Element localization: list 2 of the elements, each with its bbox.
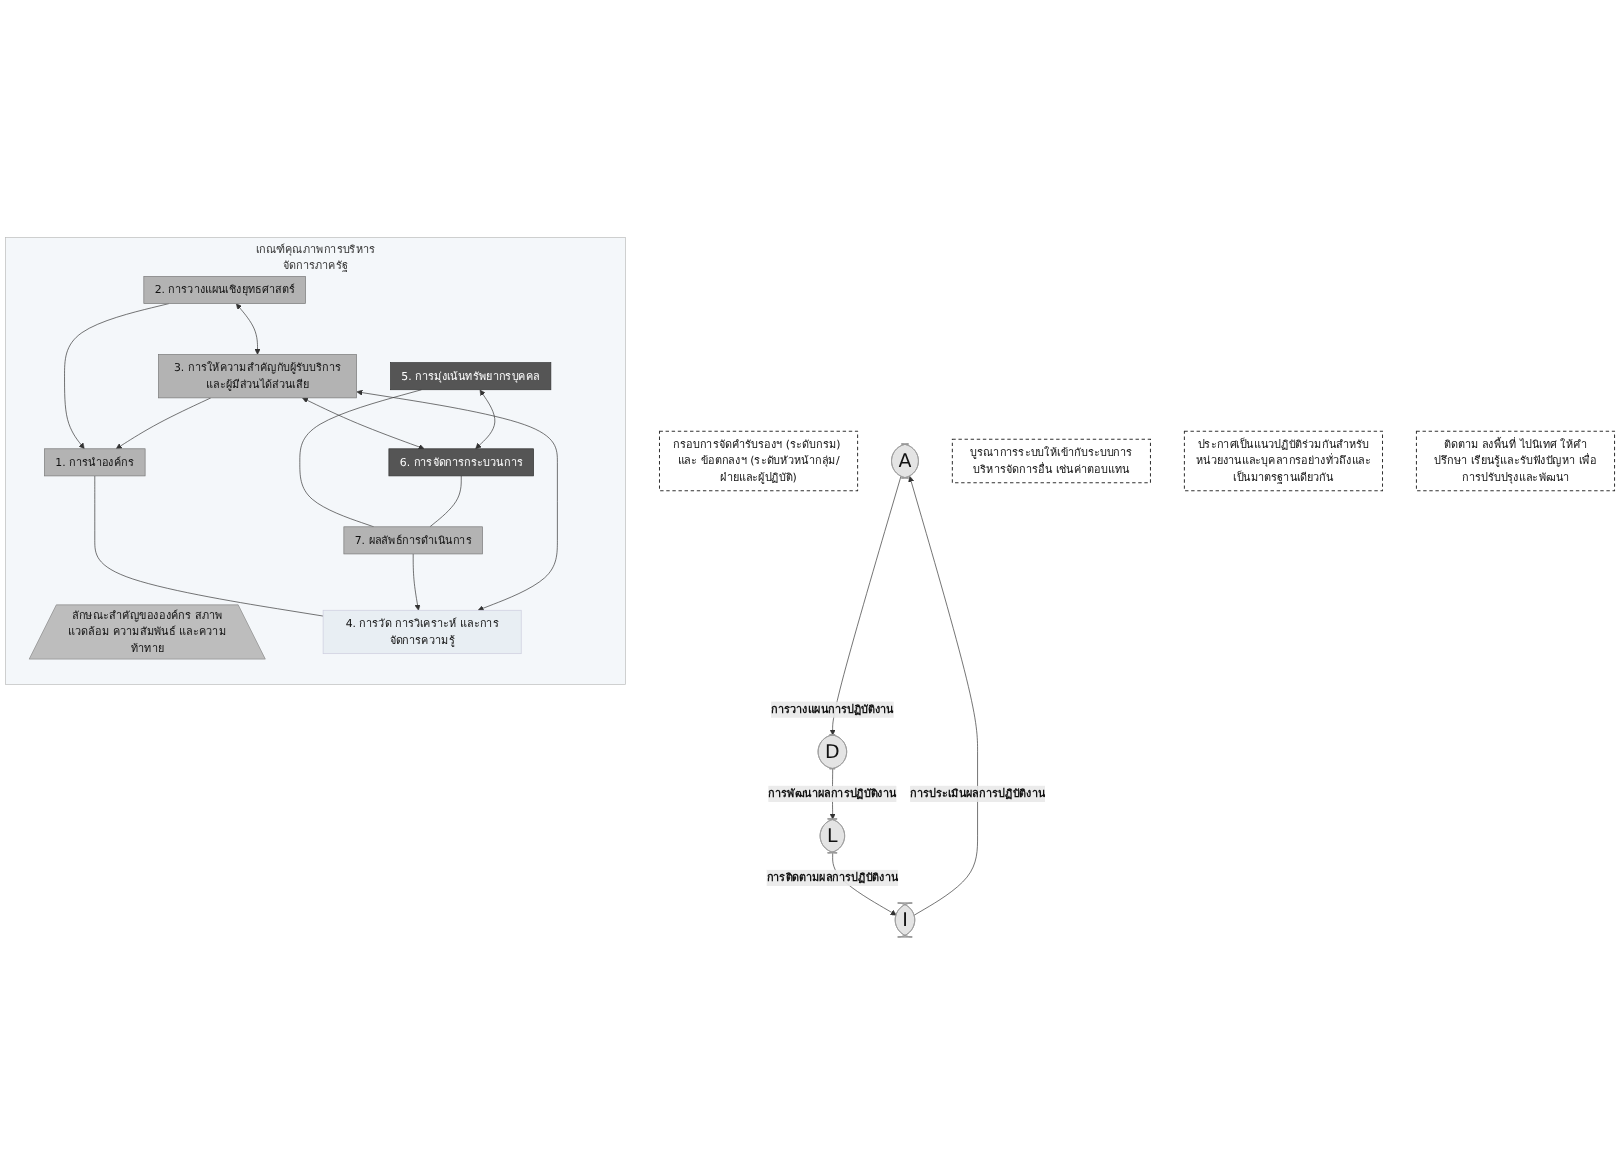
connector <box>429 476 462 528</box>
connector <box>94 476 324 618</box>
